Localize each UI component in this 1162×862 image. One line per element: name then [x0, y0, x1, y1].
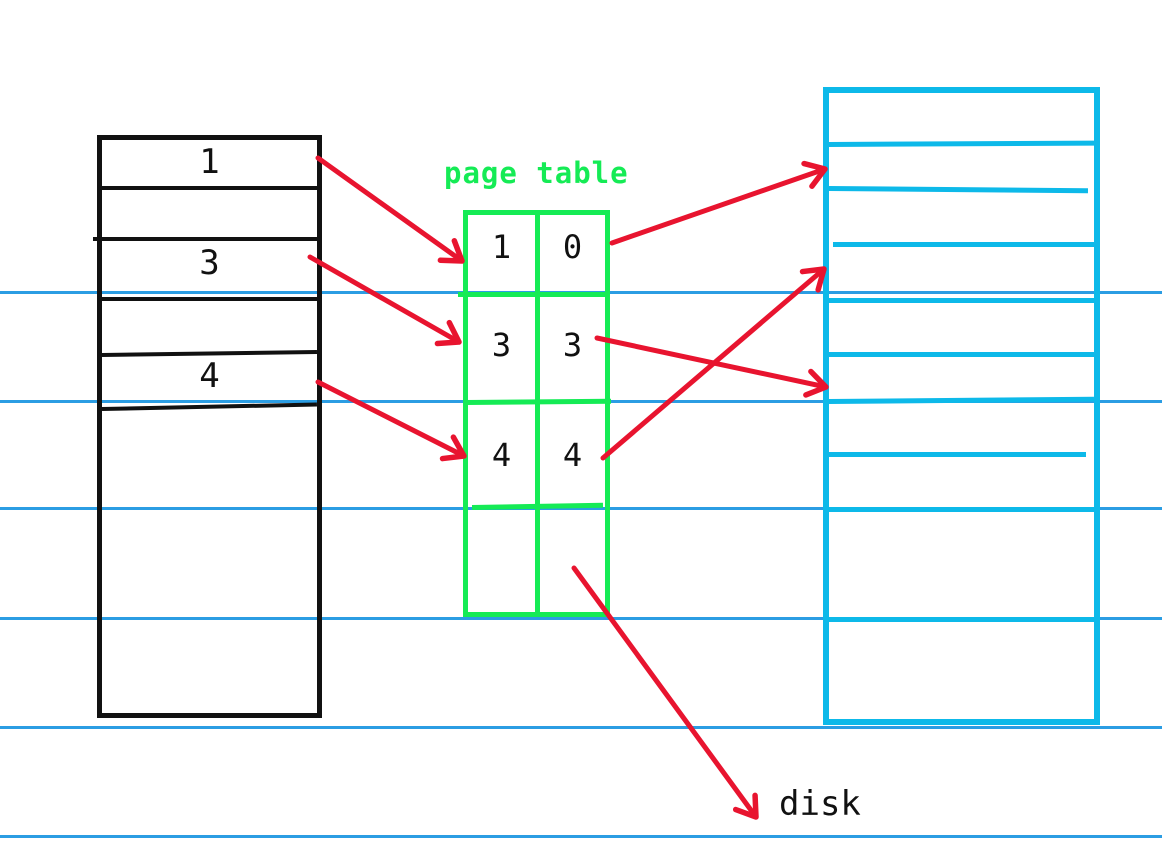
pte-frame-cell: 0: [562, 228, 583, 266]
pte-frame-cell: 3: [562, 326, 583, 364]
page-row-divider: [101, 402, 317, 411]
pte-frame-cell: 4: [562, 436, 583, 474]
frame-divider: [828, 396, 1095, 404]
ruled-line: [0, 507, 1162, 510]
pte-page-cell: 4: [491, 436, 512, 474]
arrow-pte-row-3-to-frame: [600, 266, 827, 461]
frame-divider: [829, 507, 1094, 512]
frame-divider: [833, 242, 1094, 247]
frame-divider: [828, 140, 1095, 147]
page-table-row-divider: [465, 398, 612, 405]
frame-divider: [829, 617, 1094, 622]
page-number-label: 1: [199, 142, 220, 182]
frame-divider: [829, 452, 1086, 457]
page-row-divider: [102, 297, 317, 301]
frame-divider: [829, 352, 1094, 357]
physical-memory-box: [823, 87, 1100, 725]
ruled-line: [0, 835, 1162, 838]
page-table-title: page table: [444, 156, 629, 190]
page-number-label: 3: [199, 243, 220, 283]
arrow-pte-row-2-to-frame: [594, 335, 829, 398]
arrow-page-3-to-pte-row-2: [307, 254, 462, 347]
page-table: 1 0 3 3 4 4: [458, 210, 612, 617]
arrow-pte-row-1-to-frame: [609, 160, 828, 246]
pte-page-cell: 1: [491, 228, 512, 266]
arrow-page-4-to-pte-row-3: [315, 379, 467, 462]
ruled-line: [0, 726, 1162, 729]
virtual-pages-box: 1 3 4: [93, 135, 322, 718]
pte-page-cell: 3: [491, 326, 512, 364]
arrow-page-1-to-pte-row-1: [315, 155, 465, 264]
page-table-row-divider: [458, 292, 607, 297]
frame-divider: [829, 298, 1094, 303]
page-row-divider: [102, 186, 317, 190]
frame-divider: [828, 186, 1089, 194]
page-row-divider: [93, 237, 317, 241]
page-table-column-divider: [535, 213, 540, 614]
disk-label: disk: [779, 784, 861, 824]
page-number-label: 4: [199, 356, 220, 396]
